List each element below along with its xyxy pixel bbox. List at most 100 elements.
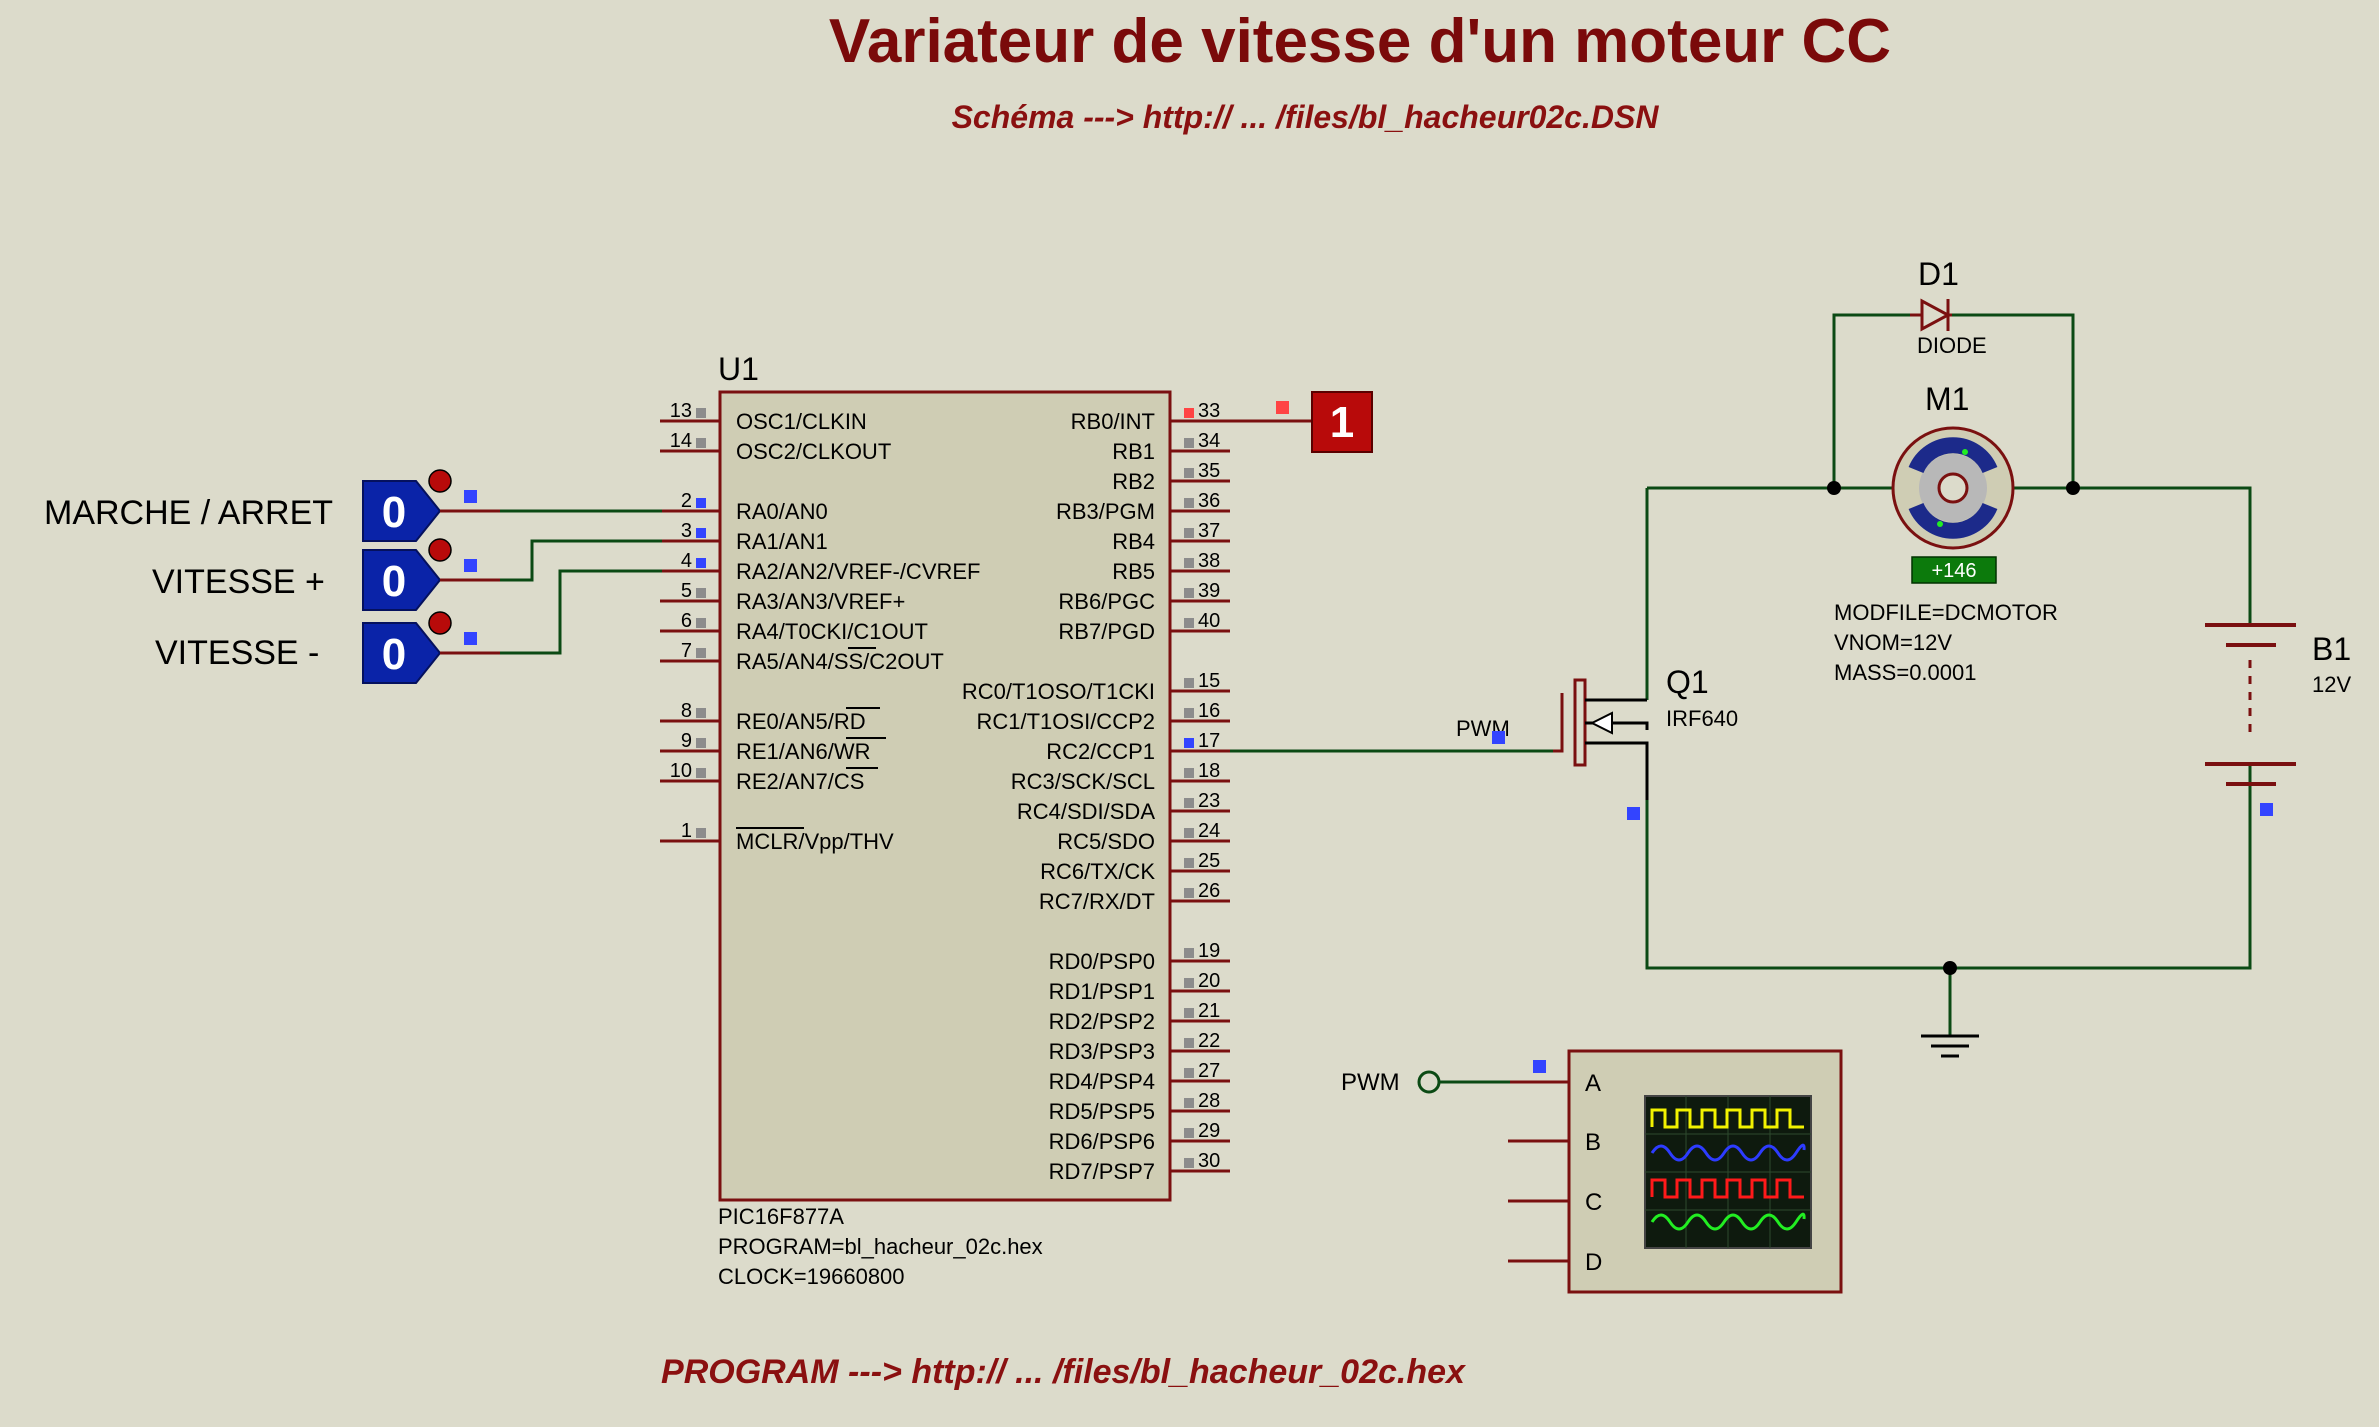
logic-toggle-body[interactable] xyxy=(362,622,442,684)
motor-shaft-icon xyxy=(1937,472,1969,504)
motor-rpm-badge xyxy=(1911,556,1997,584)
pin-state-marker xyxy=(1184,588,1194,598)
pin-number: 14 xyxy=(670,430,692,452)
pin-number: 18 xyxy=(1198,760,1220,782)
scope-channel-c: C xyxy=(1585,1189,1602,1216)
reset-indicator-icon xyxy=(428,538,452,562)
logic-toggle-body[interactable] xyxy=(362,480,442,542)
ground-symbol xyxy=(1921,1034,1979,1058)
wire-motor-right xyxy=(2013,486,2252,625)
pin-state-marker xyxy=(1184,708,1194,718)
pin-state-marker xyxy=(696,828,706,838)
pin-name: RC3/SCK/SCL xyxy=(1011,769,1155,794)
pin-state-marker xyxy=(1184,948,1194,958)
pin-state-marker xyxy=(696,768,706,778)
scope-trace-blue xyxy=(1650,1143,1806,1162)
pin-state-marker xyxy=(1184,678,1194,688)
pin-number: 16 xyxy=(1198,700,1220,722)
logic-input-marche-arret[interactable]: MARCHE / ARRET 0 xyxy=(44,469,500,542)
logic-probe-rb0[interactable]: 1 xyxy=(1230,391,1373,453)
page-title: Variateur de vitesse d'un moteur CC xyxy=(829,7,1891,76)
mosfet-ref: Q1 xyxy=(1666,664,1709,700)
pin-number: 23 xyxy=(1198,790,1220,812)
reset-indicator-icon xyxy=(428,469,452,493)
pin-number: 40 xyxy=(1198,610,1220,632)
pin-state-marker xyxy=(1184,858,1194,868)
program-link[interactable]: PROGRAM ---> http:// ... /files/bl_hache… xyxy=(661,1353,1467,1391)
pin-state-marker xyxy=(696,498,706,508)
scope-trace-yellow xyxy=(1650,1108,1804,1129)
pin-name: OSC1/CLKIN xyxy=(736,409,867,434)
mosfet-channel-icon xyxy=(1573,678,1587,767)
mosfet-part: IRF640 xyxy=(1666,706,1738,731)
pin-name: MCLR/Vpp/THV xyxy=(736,829,894,854)
pin-state-marker xyxy=(1184,1098,1194,1108)
motor-indicator-dot xyxy=(1962,449,1968,455)
pin-name: RC5/SDO xyxy=(1057,829,1155,854)
motor-param: MODFILE=DCMOTOR xyxy=(1834,600,2058,625)
mcu-pin-left[interactable]: 14 OSC2/CLKOUT xyxy=(660,430,891,464)
scope-net-label: PWM xyxy=(1341,1069,1400,1096)
pin-name: RC2/CCP1 xyxy=(1046,739,1155,764)
dc-motor-m1[interactable]: M1 +146 MODFILE=DCMOTOR VNOM=12V MASS=0.… xyxy=(1834,381,2058,685)
pin-name: RA1/AN1 xyxy=(736,529,828,554)
mosfet-q1[interactable]: Q1 IRF640 xyxy=(1553,664,1738,820)
mcu-pin-right[interactable]: 18 RC3/SCK/SCL xyxy=(1011,760,1230,794)
pin-name: RD5/PSP5 xyxy=(1049,1099,1155,1124)
pin-name: RA0/AN0 xyxy=(736,499,828,524)
schema-link[interactable]: Schéma ---> http:// ... /files/bl_hacheu… xyxy=(952,99,1660,135)
pin-name: RE0/AN5/RD xyxy=(736,709,866,734)
mcu-pin-left[interactable]: 1 MCLR/Vpp/THV xyxy=(660,820,894,854)
battery-b1[interactable]: B1 12V xyxy=(2205,623,2351,816)
oscilloscope[interactable]: PWM A B C D xyxy=(1341,1049,1843,1294)
logic-input-vitesse-plus[interactable]: VITESSE + 0 xyxy=(152,538,500,611)
pin-number: 36 xyxy=(1198,490,1220,512)
diode-d1[interactable]: D1 DIODE xyxy=(1910,256,1987,358)
pin-name: OSC2/CLKOUT xyxy=(736,439,891,464)
reset-indicator-icon xyxy=(428,611,452,635)
scope-terminal-icon xyxy=(1417,1070,1441,1094)
logic-toggle-body[interactable] xyxy=(362,549,442,611)
pin-state-marker xyxy=(1184,1068,1194,1078)
logic-input-vitesse-minus[interactable]: VITESSE - 0 xyxy=(155,611,500,684)
scope-channel-a: A xyxy=(1585,1070,1601,1097)
mosfet-arrow-icon xyxy=(1589,711,1613,735)
pin-number: 1 xyxy=(681,820,692,842)
probe-marker-icon xyxy=(1533,1060,1546,1073)
